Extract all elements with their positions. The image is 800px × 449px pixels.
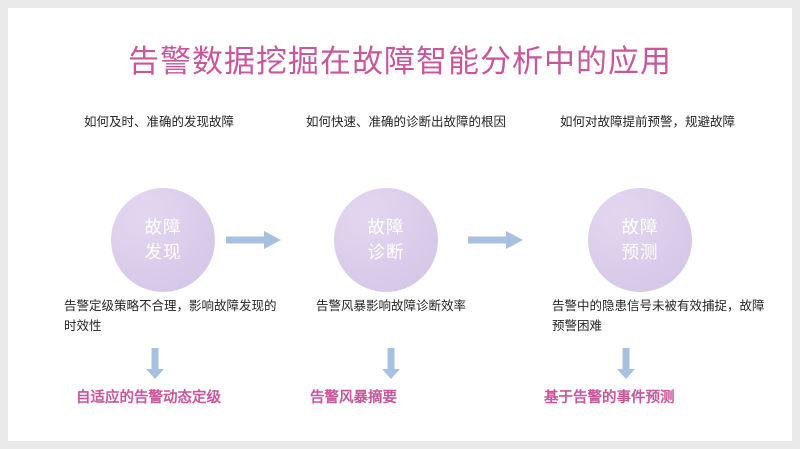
circle-label-line-1: 故障 bbox=[144, 217, 182, 238]
stage-circle-fault-discovery[interactable]: 故障 发现 bbox=[111, 188, 215, 292]
stage-column-fault-diagnosis: 如何快速、准确的诊断出故障的根因 故障 诊断 告警风暴影响故障诊断效率 告警风暴… bbox=[276, 8, 521, 441]
stage-circle-fault-prediction[interactable]: 故障 预测 bbox=[588, 188, 692, 292]
problem-text: 告警中的隐患信号未被有效捕捉，故障预警困难 bbox=[552, 299, 765, 333]
circle-label-line-2: 预测 bbox=[621, 242, 659, 262]
arrow-down-icon bbox=[616, 348, 636, 380]
slide-canvas: 告警数据挖掘在故障智能分析中的应用 如何及时、准确的发现故障 故障 发现 告警定… bbox=[8, 8, 792, 441]
stage-column-fault-prediction: 如何对故障提前预警，规避故障 故障 预测 告警中的隐患信号未被有效捕捉，故障预警… bbox=[518, 8, 765, 441]
problem-text: 告警风暴影响故障诊断效率 bbox=[316, 299, 467, 313]
circle-label-line-1: 故障 bbox=[621, 217, 659, 238]
problem-text: 告警定级策略不合理，影响故障发现的时效性 bbox=[64, 299, 277, 333]
arrow-right-icon bbox=[226, 230, 282, 250]
arrow-down-icon bbox=[381, 348, 401, 380]
stage-circle-fault-diagnosis[interactable]: 故障 诊断 bbox=[334, 188, 438, 292]
arrow-down-icon bbox=[145, 348, 165, 380]
question-text: 如何对故障提前预警，规避故障 bbox=[560, 115, 736, 129]
page-title: 告警数据挖掘在故障智能分析中的应用 bbox=[128, 44, 672, 79]
solution-label: 自适应的告警动态定级 bbox=[76, 390, 221, 406]
stage-column-fault-discovery: 如何及时、准确的发现故障 故障 发现 告警定级策略不合理，影响故障发现的时效性 … bbox=[36, 8, 281, 441]
circle-label-line-2: 发现 bbox=[144, 242, 182, 262]
arrow-right-icon bbox=[468, 230, 524, 250]
question-text: 如何快速、准确的诊断出故障的根因 bbox=[306, 115, 507, 129]
question-text: 如何及时、准确的发现故障 bbox=[84, 115, 235, 129]
solution-label: 基于告警的事件预测 bbox=[544, 390, 675, 406]
circle-label-line-2: 诊断 bbox=[367, 242, 405, 262]
circle-label-line-1: 故障 bbox=[367, 217, 405, 238]
solution-label: 告警风暴摘要 bbox=[310, 390, 397, 406]
